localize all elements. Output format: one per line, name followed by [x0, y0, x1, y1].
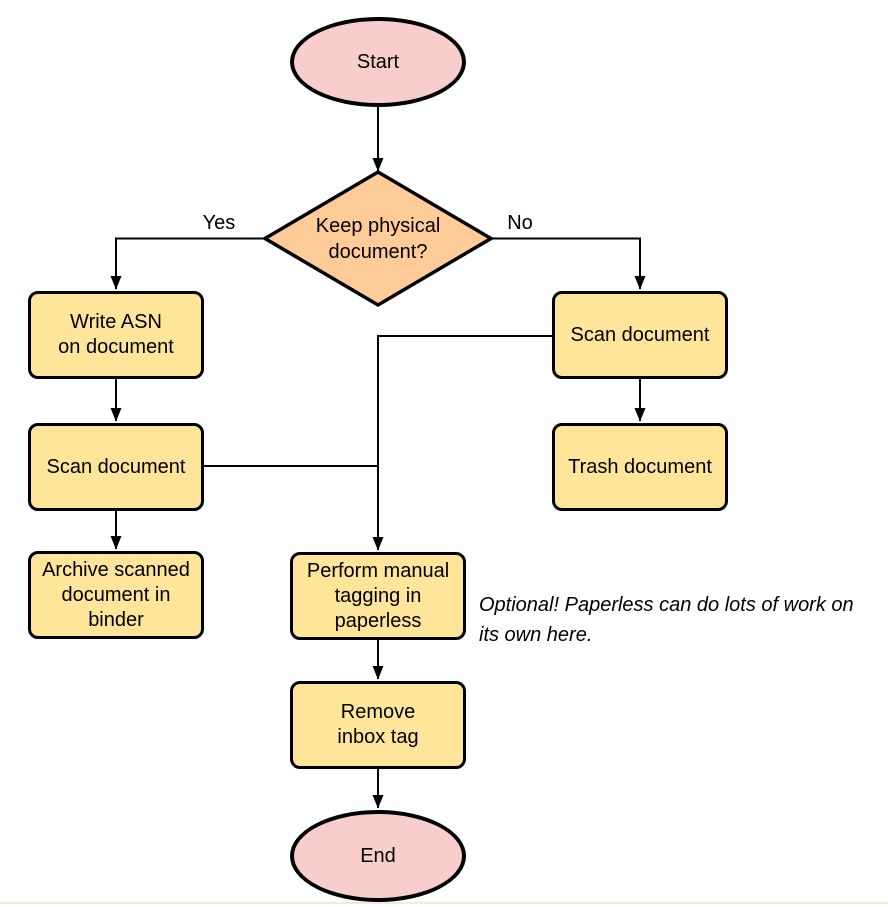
edge-scan-right-tagging: [372, 335, 552, 551]
end-node-label: End: [360, 844, 396, 867]
decision-node-label: Keep physical document?: [315, 215, 441, 263]
start-node: Start: [290, 17, 466, 107]
scan-document-right-node: Scan document: [552, 291, 728, 379]
write-asn-node: Write ASN on document: [28, 291, 204, 379]
optional-annotation: Optional! Paperless can do lots of work …: [479, 594, 854, 646]
start-node-label: Start: [356, 50, 400, 73]
write-asn-node-label: Write ASN on document: [58, 311, 174, 358]
bottom-divider: [0, 902, 888, 904]
decision-diamond-shape: [261, 169, 495, 308]
trash-document-label: Trash document: [568, 455, 712, 478]
scan-document-left-node: Scan document: [28, 423, 204, 511]
end-node: End: [290, 810, 466, 902]
no-branch-label: No: [507, 212, 533, 234]
remove-inbox-tag-label: Remove inbox tag: [337, 701, 419, 748]
edge-decision-write-asn: [110, 237, 265, 290]
yes-branch-label: Yes: [202, 212, 236, 234]
scan-document-right-label: Scan document: [570, 323, 710, 346]
remove-inbox-tag-node: Remove inbox tag: [290, 681, 466, 769]
manual-tagging-label: Perform manual tagging in paperless: [306, 559, 450, 632]
archive-node: Archive scanned document in binder: [28, 551, 204, 639]
trash-document-node: Trash document: [552, 423, 728, 511]
manual-tagging-node: Perform manual tagging in paperless: [290, 552, 466, 640]
edge-decision-scan-right: [491, 237, 646, 290]
archive-node-label: Archive scanned document in binder: [42, 558, 190, 631]
scan-document-left-label: Scan document: [46, 455, 186, 478]
